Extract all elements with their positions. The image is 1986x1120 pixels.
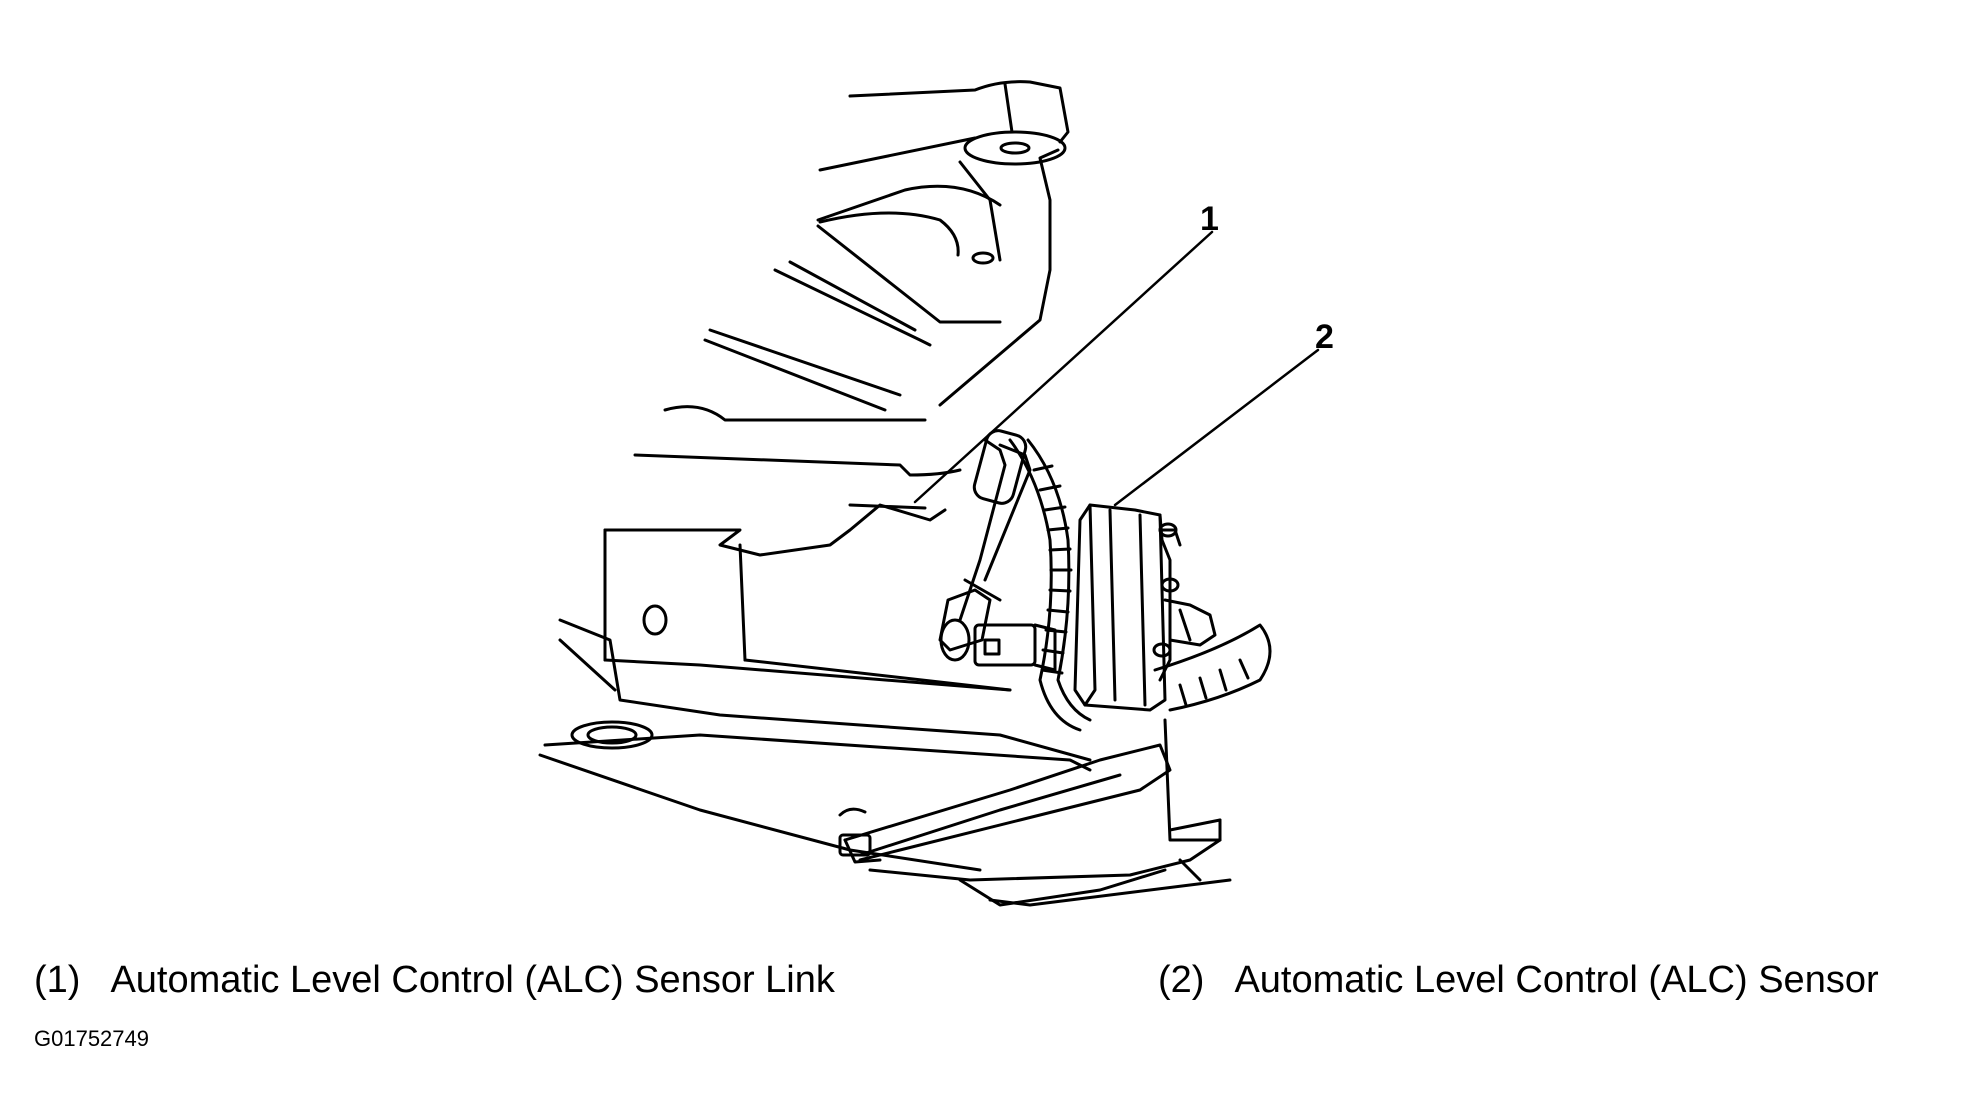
- callout-number-1: 1: [1200, 200, 1219, 238]
- caption-number: (2): [1158, 959, 1205, 1001]
- caption-text: Automatic Level Control (ALC) Sensor Lin…: [110, 959, 835, 1001]
- frame-rail: [538, 503, 1092, 872]
- wiring-harness: [1008, 438, 1272, 732]
- caption-text: Automatic Level Control (ALC) Sensor: [1234, 959, 1879, 1001]
- alc-sensor-link: [938, 429, 1032, 662]
- leader-line-2: [1113, 348, 1320, 507]
- caption-number: (1): [34, 959, 81, 1001]
- leader-line-1: [913, 230, 1214, 504]
- figure-id: G01752749: [34, 1026, 149, 1051]
- upper-body-structure: [633, 80, 1070, 477]
- callout-leaders: [913, 230, 1320, 507]
- control-arm: [838, 718, 1232, 907]
- callout-number-2: 2: [1315, 318, 1334, 356]
- caption-sensor: (2) Automatic Level Control (ALC) Sensor: [1158, 958, 1879, 1002]
- link-connector: [973, 623, 1057, 672]
- caption-link: (1) Automatic Level Control (ALC) Sensor …: [34, 958, 835, 1002]
- alc-sensor-body: [1073, 503, 1217, 712]
